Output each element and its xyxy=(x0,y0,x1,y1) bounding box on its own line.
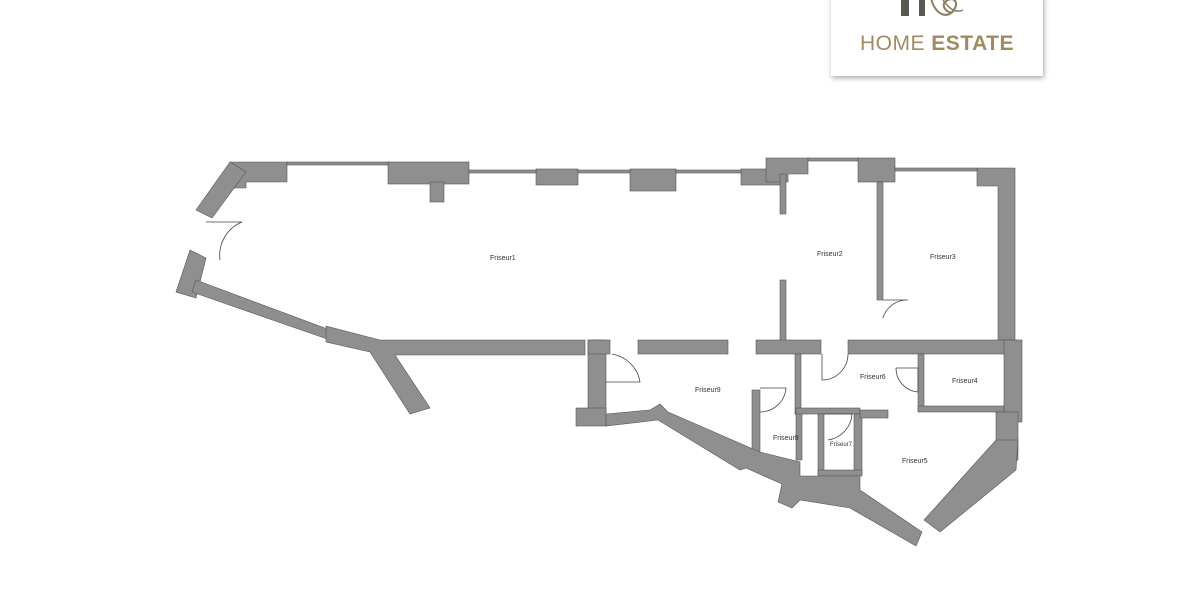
wall-top-pier-1 xyxy=(387,161,470,185)
wall-bottom-diagonal xyxy=(605,403,923,547)
door-friseur4 xyxy=(895,367,919,393)
room-labels: Friseur1 Friseur2 Friseur3 Friseur4 Fris… xyxy=(490,251,978,465)
wall-friseur4-left xyxy=(917,353,925,411)
wall-top-pillar-1 xyxy=(429,181,445,203)
room-label-friseur3: Friseur3 xyxy=(930,254,956,261)
wall-top-pier-3 xyxy=(629,168,677,192)
door-friseur8 xyxy=(759,387,787,413)
wall-top-line-1 xyxy=(468,169,537,174)
wall-mid-horizontal-1 xyxy=(637,339,729,355)
wall-left-upper xyxy=(195,161,247,219)
room-label-friseur9: Friseur9 xyxy=(695,387,721,394)
wall-diagonal-mid xyxy=(325,325,586,415)
wall-friseur4-right xyxy=(1003,339,1023,423)
wall-friseur6-left xyxy=(794,353,802,415)
walls xyxy=(175,157,1023,547)
wall-top-line-4 xyxy=(286,161,389,166)
wall-friseur7-right xyxy=(853,413,863,475)
wall-top-pier-6 xyxy=(857,157,896,183)
door-friseur6 xyxy=(821,353,849,381)
wall-mid-horizontal-2 xyxy=(755,339,822,355)
logo-wordmark: HOME ESTATE xyxy=(831,32,1043,56)
door-friseur9 xyxy=(606,353,641,383)
logo-mark-icon xyxy=(901,0,964,16)
wall-friseur3-left xyxy=(876,181,884,301)
wall-friseur5-top xyxy=(859,409,889,419)
room-label-friseur2: Friseur2 xyxy=(817,251,843,258)
wall-top-pier-2 xyxy=(535,168,579,186)
wall-diagonal-left xyxy=(191,279,331,341)
room-label-friseur5: Friseur5 xyxy=(902,458,928,465)
wall-top-line-5 xyxy=(807,157,859,162)
wall-friseur2-left-bottom xyxy=(779,279,787,343)
wall-friseur8-top xyxy=(795,407,861,415)
room-label-friseur6: Friseur6 xyxy=(860,374,886,381)
wall-friseur4-bottom xyxy=(917,405,1005,413)
wall-top-line-6 xyxy=(894,167,978,172)
wall-top-line-3 xyxy=(675,169,742,174)
door-friseur7 xyxy=(824,413,853,441)
wall-friseur8-left xyxy=(751,389,761,455)
wall-bottom-right-diagonal xyxy=(923,439,1019,533)
wall-mid-horizontal-3 xyxy=(847,339,1017,355)
logo-word-home: HOME xyxy=(859,32,925,55)
wall-top-pier-5 xyxy=(765,157,809,183)
logo-card: HOME ESTATE xyxy=(831,0,1043,76)
room-label-friseur1: Friseur1 xyxy=(490,255,516,262)
wall-friseur7-bottom xyxy=(817,469,863,477)
wall-friseur7-left xyxy=(817,413,825,475)
door-friseur3 xyxy=(882,299,909,319)
room-label-friseur4: Friseur4 xyxy=(952,378,978,385)
room-label-friseur8: Friseur8 xyxy=(773,435,799,442)
wall-friseur9-bottom xyxy=(575,407,607,427)
wall-top-line-2 xyxy=(577,169,631,174)
wall-friseur2-left-top xyxy=(779,173,787,215)
wall-top-right xyxy=(976,167,1016,341)
wall-friseur9-left-top xyxy=(587,339,611,355)
doors xyxy=(206,221,919,441)
logo-word-estate: ESTATE xyxy=(931,32,1015,55)
room-label-friseur7: Friseur7 xyxy=(830,442,853,448)
door-left-entrance xyxy=(206,221,243,261)
